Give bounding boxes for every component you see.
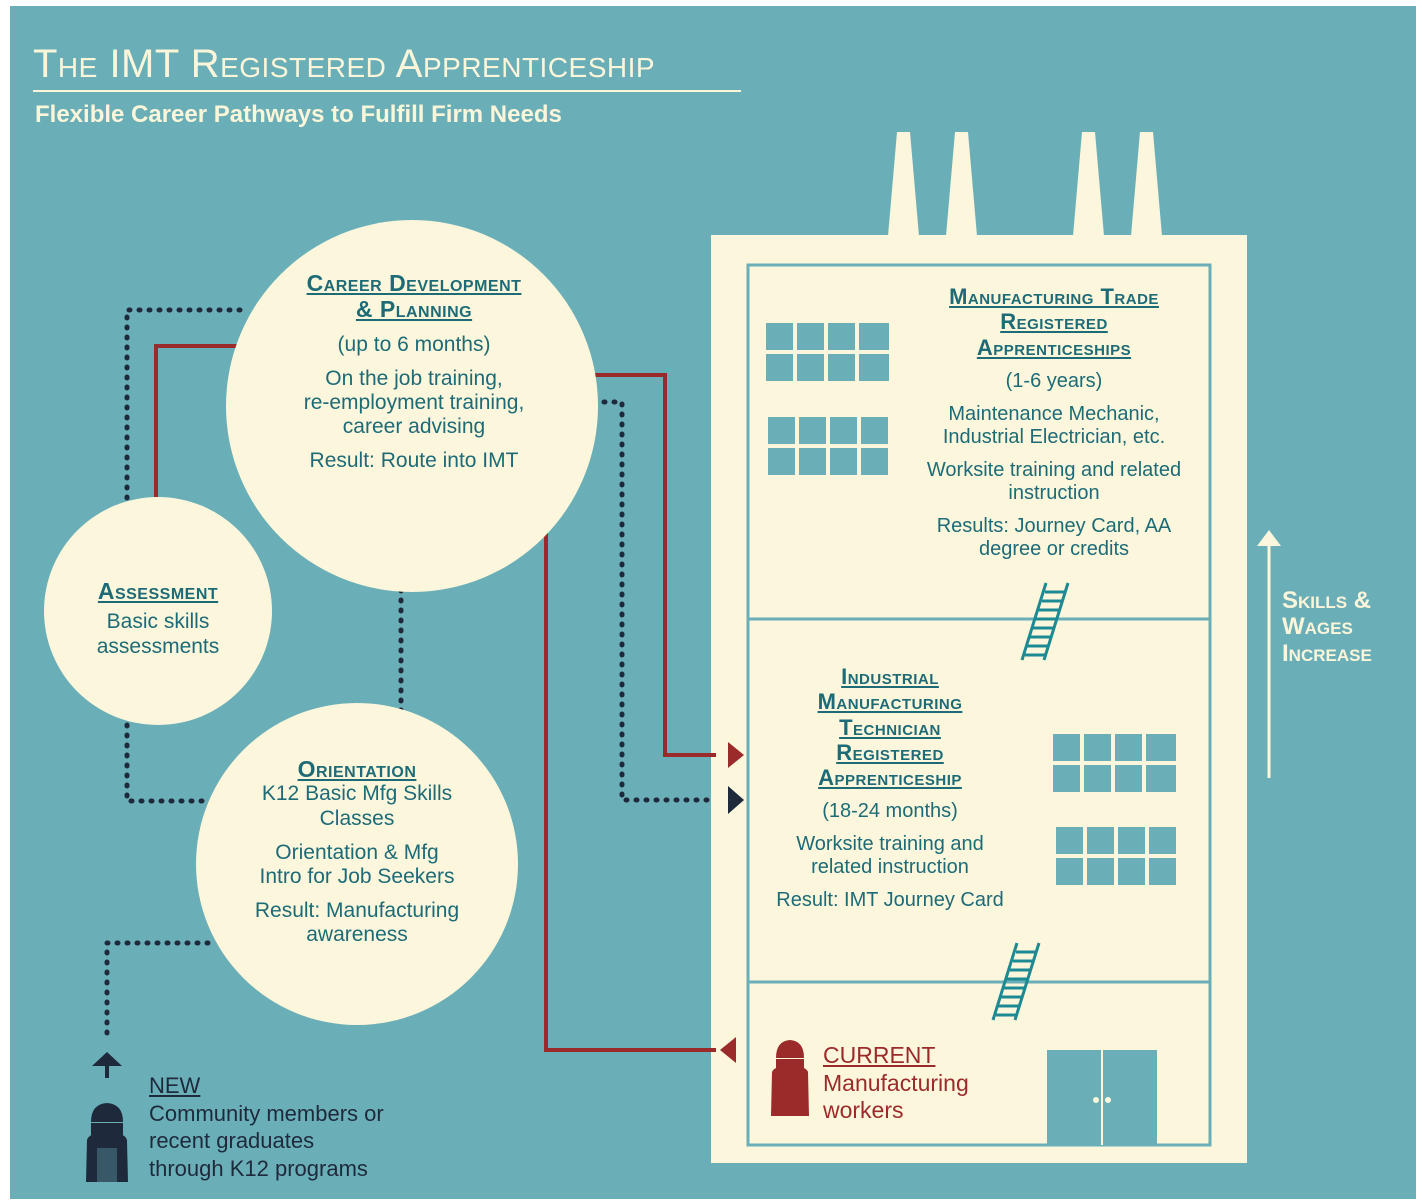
trade-text: Manufacturing Trade Registered Apprentic…: [900, 284, 1208, 561]
floor-current: [746, 980, 1212, 1147]
new-desc-3: through K12 programs: [149, 1155, 368, 1181]
imt-heading-3: Technician: [839, 714, 941, 740]
current-label: CURRENT: [823, 1042, 936, 1068]
imt-heading-4: Registered: [836, 739, 944, 765]
trade-desc-1: Maintenance Mechanic,: [948, 402, 1160, 425]
trade-heading-1: Manufacturing Trade: [949, 284, 1159, 309]
red-path: [154, 344, 716, 1052]
career-heading-1: Career Development: [306, 270, 522, 296]
trade-duration: (1-6 years): [1005, 369, 1103, 392]
page-title: The IMT Registered Apprenticeship: [33, 42, 656, 86]
trade-desc-2: Industrial Electrician, etc.: [942, 425, 1166, 448]
career-duration: (up to 6 months): [337, 332, 491, 356]
trade-heading-2: Registered: [1000, 309, 1108, 335]
worker-icon: [771, 1040, 809, 1116]
assessment-heading: Assessment: [97, 578, 219, 604]
imt-result: Result: IMT Journey Card: [776, 889, 1004, 912]
new-label: NEW: [149, 1073, 201, 1098]
orientation-line-2: Classes: [319, 806, 395, 830]
new-desc-1: Community members or: [149, 1100, 384, 1126]
orientation-line-4: Intro for Job Seekers: [259, 864, 455, 888]
imt-text: Industrial Manufacturing Technician Regi…: [752, 664, 1028, 912]
new-entrants-label: NEW Community members or recent graduate…: [149, 1072, 384, 1182]
assessment-desc-2: assessments: [96, 634, 220, 658]
title-underline: [33, 90, 741, 92]
trade-desc-4: instruction: [1008, 481, 1100, 504]
orientation-circle: [196, 703, 518, 1025]
trade-heading-3: Apprenticeships: [976, 334, 1132, 360]
trade-desc-3: Worksite training and related: [926, 458, 1182, 481]
career-desc-1: On the job training,: [325, 367, 503, 391]
career-desc-3: career advising: [342, 415, 486, 439]
imt-duration: (18-24 months): [822, 800, 958, 823]
new-desc-2: recent graduates: [149, 1128, 315, 1153]
window-icon: [1053, 734, 1176, 792]
imt-desc-1: Worksite training and: [796, 833, 984, 856]
window-icon: [1056, 827, 1176, 885]
orientation-line-3: Orientation & Mfg: [275, 840, 439, 864]
career-circle: [226, 220, 598, 592]
current-workers-label: CURRENT Manufacturing workers: [823, 1042, 969, 1125]
career-text: Career Development & Planning (up to 6 m…: [262, 270, 566, 474]
current-desc-2: workers: [823, 1097, 904, 1124]
ladder-icon: [1020, 582, 1070, 661]
skills-line-1: Skills &: [1282, 587, 1372, 614]
career-result: Result: Route into IMT: [309, 449, 519, 473]
imt-heading-1: Industrial: [841, 664, 939, 689]
trade-result-2: degree or credits: [978, 537, 1130, 560]
window-icon: [766, 323, 889, 381]
skills-wages-label: Skills & Wages Increase: [1282, 587, 1372, 667]
arrow-up-icon: [1257, 530, 1281, 778]
ladder-icon: [991, 942, 1041, 1021]
orientation-heading: Orientation: [297, 756, 417, 782]
assessment-text: Assessment Basic skills assessments: [60, 578, 256, 659]
orientation-text: Orientation K12 Basic Mfg Skills Classes…: [215, 756, 499, 947]
career-desc-2: re-employment training,: [303, 391, 525, 415]
imt-heading-2: Manufacturing: [817, 689, 963, 715]
skills-line-2: Wages: [1282, 613, 1353, 641]
navy-dotted-path: [104, 307, 719, 1043]
page-subtitle: Flexible Career Pathways to Fulfill Firm…: [35, 101, 562, 128]
career-heading-2: & Planning: [355, 296, 473, 323]
skills-line-3: Increase: [1282, 639, 1372, 667]
assessment-desc-1: Basic skills: [106, 610, 210, 634]
factory-chimneys: [888, 132, 1162, 236]
orientation-line-6: awareness: [306, 923, 408, 947]
assessment-circle: [44, 497, 272, 725]
trade-result-1: Results: Journey Card, AA: [936, 514, 1172, 537]
imt-desc-2: related instruction: [811, 856, 969, 879]
door-icon: [1047, 1050, 1157, 1145]
factory-building: [711, 235, 1247, 1163]
window-icon: [768, 417, 888, 475]
current-desc-1: Manufacturing: [823, 1069, 969, 1096]
imt-heading-5: Apprenticeship: [818, 765, 962, 791]
orientation-line-5: Result: Manufacturing: [254, 899, 460, 922]
worker-icon: [86, 1103, 128, 1182]
orientation-line-1: K12 Basic Mfg Skills: [261, 782, 453, 806]
